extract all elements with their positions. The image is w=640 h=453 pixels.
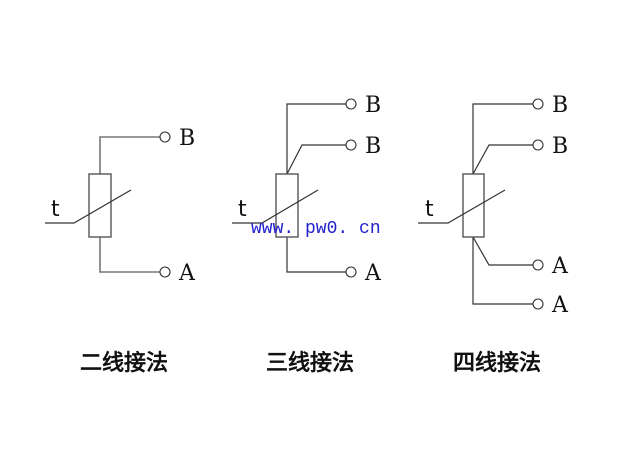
temperature-label: t [238, 197, 247, 222]
wire-b1 [286, 103, 346, 174]
terminal-b2-icon [532, 139, 544, 151]
terminal-a2-icon [532, 298, 544, 310]
wire-b1 [472, 103, 533, 174]
wire-b2 [472, 144, 533, 175]
wire-a1 [472, 236, 533, 266]
terminal-b2-icon [345, 139, 357, 151]
wire-b [99, 136, 160, 174]
terminal-b-icon [159, 131, 171, 143]
thermistor-body [88, 173, 112, 238]
terminal-label-a1: A [551, 254, 569, 279]
watermark: www. pw0. cn [251, 219, 381, 239]
diagram-three-wire: t B B A 三线接法 [232, 93, 382, 376]
terminal-label-b1: B [365, 93, 381, 118]
caption-three-wire: 三线接法 [266, 350, 354, 376]
caption-two-wire: 二线接法 [80, 350, 168, 376]
temperature-lead-line [418, 189, 506, 224]
thermistor-body [462, 173, 485, 238]
thermistor-body [275, 173, 299, 238]
diagram-four-wire: t B B A A 四线接法 [418, 93, 569, 376]
terminal-label-b2: B [552, 134, 568, 159]
temperature-label: t [425, 197, 434, 222]
terminal-label-b: B [179, 126, 195, 151]
temperature-lead-line [45, 189, 132, 224]
terminal-a1-icon [532, 259, 544, 271]
terminal-label-b2: B [365, 134, 381, 159]
terminal-a-icon [345, 266, 357, 278]
terminal-a-icon [159, 266, 171, 278]
diagram-two-wire: t B A 二线接法 [45, 126, 196, 376]
wire-b2 [286, 144, 346, 175]
terminal-b1-icon [345, 98, 357, 110]
terminal-b1-icon [532, 98, 544, 110]
wire-a [286, 237, 346, 273]
terminal-label-a: A [178, 261, 196, 286]
terminal-label-a2: A [551, 293, 569, 318]
wire-a [99, 237, 160, 273]
caption-four-wire: 四线接法 [453, 350, 541, 376]
temperature-label: t [51, 197, 60, 222]
wire-a2 [472, 237, 533, 305]
terminal-label-b1: B [552, 93, 568, 118]
terminal-label-a: A [364, 261, 382, 286]
temperature-lead-line [232, 189, 319, 224]
